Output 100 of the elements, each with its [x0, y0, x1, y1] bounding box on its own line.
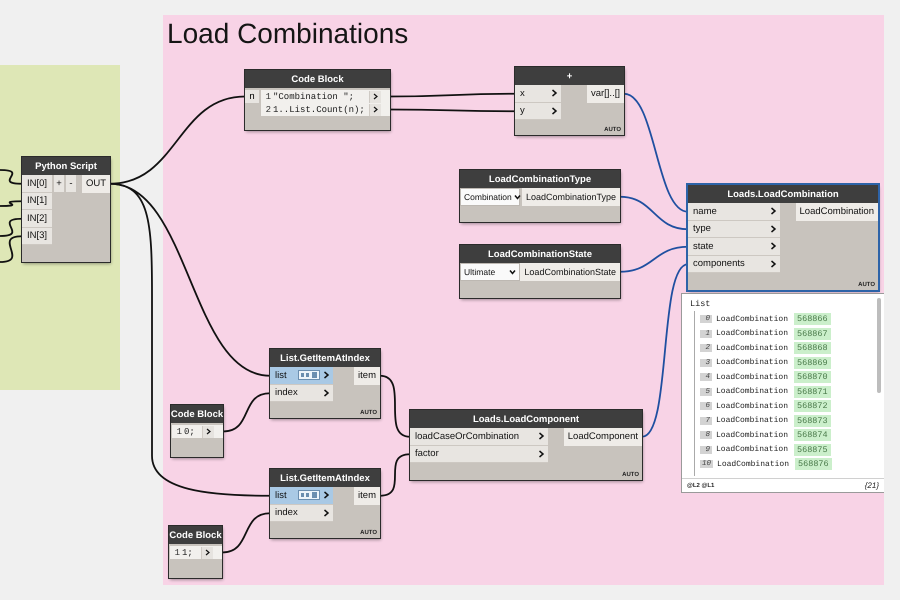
- input-port: x: [515, 85, 561, 102]
- node-title: Code Block: [171, 405, 223, 423]
- node-title: Loads.LoadCombination: [688, 185, 878, 203]
- output-port: item: [354, 487, 380, 504]
- dropdown-field: Combination: [460, 188, 520, 206]
- wire: [620, 246, 688, 273]
- input-port: loadCaseOrCombination: [410, 428, 548, 446]
- item-value: 568876: [795, 458, 832, 470]
- item-value: 568874: [794, 429, 831, 442]
- wire: [0, 200, 22, 207]
- wire: [624, 92, 688, 213]
- item-type: LoadCombination: [716, 372, 790, 382]
- group-background: [163, 15, 884, 585]
- function-node: [270, 349, 380, 418]
- output-port: OUT: [82, 175, 110, 192]
- node-title: +: [515, 67, 624, 85]
- wire: [110, 182, 270, 497]
- input-port: n: [245, 90, 259, 103]
- input-port: state: [688, 238, 780, 256]
- code-block-node: [169, 526, 222, 578]
- line-number: 1: [176, 426, 183, 436]
- code-text: 1;: [182, 548, 194, 558]
- wire: [390, 108, 515, 112]
- item-type: LoadCombination: [716, 329, 790, 338]
- code-text: "Combination ";: [273, 92, 356, 102]
- input-port: name: [688, 203, 780, 220]
- group-background: [0, 65, 120, 390]
- item-value: 568869: [794, 356, 831, 369]
- line-number: 1: [264, 92, 272, 102]
- wire: [642, 263, 688, 438]
- code-block-node: [245, 70, 390, 130]
- output-port: LoadComponent: [564, 428, 642, 446]
- remove-input-button: -: [66, 175, 76, 192]
- item-type: LoadCombination: [716, 344, 790, 353]
- wire: [380, 374, 410, 438]
- node-title: List.GetItemAtIndex: [270, 469, 380, 487]
- input-port: IN[3]: [22, 228, 52, 245]
- item-type: LoadCombination: [716, 445, 790, 454]
- input-port: components: [688, 256, 780, 273]
- item-value: 568870: [794, 371, 831, 384]
- node-title: List.GetItemAtIndex: [270, 349, 380, 367]
- input-port: IN[1]: [22, 192, 52, 210]
- dropdown-field: Ultimate: [460, 263, 520, 280]
- item-type: LoadCombination: [716, 402, 790, 411]
- node-title: LoadCombinationType: [460, 170, 620, 188]
- node-title: Python Script: [22, 157, 110, 175]
- line-number: 2: [264, 104, 272, 114]
- output-port: item: [354, 367, 380, 384]
- item-type: LoadCombination: [716, 430, 790, 440]
- item-type: LoadCombination: [717, 460, 790, 469]
- enum-node: [460, 245, 620, 298]
- input-port: index: [270, 504, 333, 522]
- input-port: list: [270, 487, 333, 504]
- item-type: LoadCombination: [716, 416, 790, 426]
- enum-node: [460, 170, 620, 222]
- function-node: [515, 67, 624, 135]
- code-text: 0;: [184, 426, 196, 436]
- output-port: LoadCombinationState: [520, 263, 620, 280]
- code-block-node: [171, 405, 223, 457]
- output-port: LoadCombinationType: [522, 188, 620, 206]
- function-node: [410, 410, 642, 480]
- function-node: [688, 185, 878, 290]
- item-value: 568867: [794, 328, 831, 340]
- wire: [0, 218, 22, 237]
- node-title: Code Block: [169, 526, 222, 544]
- item-type: LoadCombination: [716, 387, 790, 396]
- node-title: LoadCombinationState: [460, 245, 620, 263]
- function-node: [270, 469, 380, 538]
- item-value: 568871: [794, 386, 831, 398]
- item-type: LoadCombination: [716, 358, 790, 368]
- input-port: IN[0]: [22, 175, 52, 192]
- count-label: {21}: [864, 481, 879, 490]
- input-port: list: [270, 367, 333, 384]
- wire: [222, 512, 270, 554]
- item-value: 568875: [794, 444, 831, 456]
- wire: [620, 196, 688, 230]
- code-text: 1..List.Count(n);: [273, 104, 366, 114]
- item-value: 568866: [794, 313, 831, 326]
- list-heading: List: [690, 299, 710, 309]
- input-port: index: [270, 384, 333, 402]
- wire: [380, 453, 410, 497]
- item-type: LoadCombination: [716, 314, 790, 324]
- python-script-node: [22, 157, 110, 262]
- output-port: var[]..[]: [586, 85, 624, 102]
- watch-preview-panel: [682, 294, 884, 492]
- line-number: 1: [174, 548, 181, 558]
- node-title: Code Block: [245, 70, 390, 88]
- wire: [390, 92, 515, 98]
- add-input-button: +: [54, 175, 64, 192]
- item-value: 568873: [794, 414, 831, 427]
- wire: [0, 235, 22, 263]
- wire: [0, 169, 22, 185]
- wire: [222, 392, 270, 432]
- input-port: IN[2]: [22, 210, 52, 228]
- group-title: Load Combinations: [167, 18, 408, 50]
- item-value: 568868: [794, 342, 831, 354]
- output-port: LoadCombination: [796, 203, 878, 220]
- input-port: y: [515, 102, 561, 120]
- item-value: 568872: [794, 400, 831, 412]
- input-port: type: [688, 220, 780, 238]
